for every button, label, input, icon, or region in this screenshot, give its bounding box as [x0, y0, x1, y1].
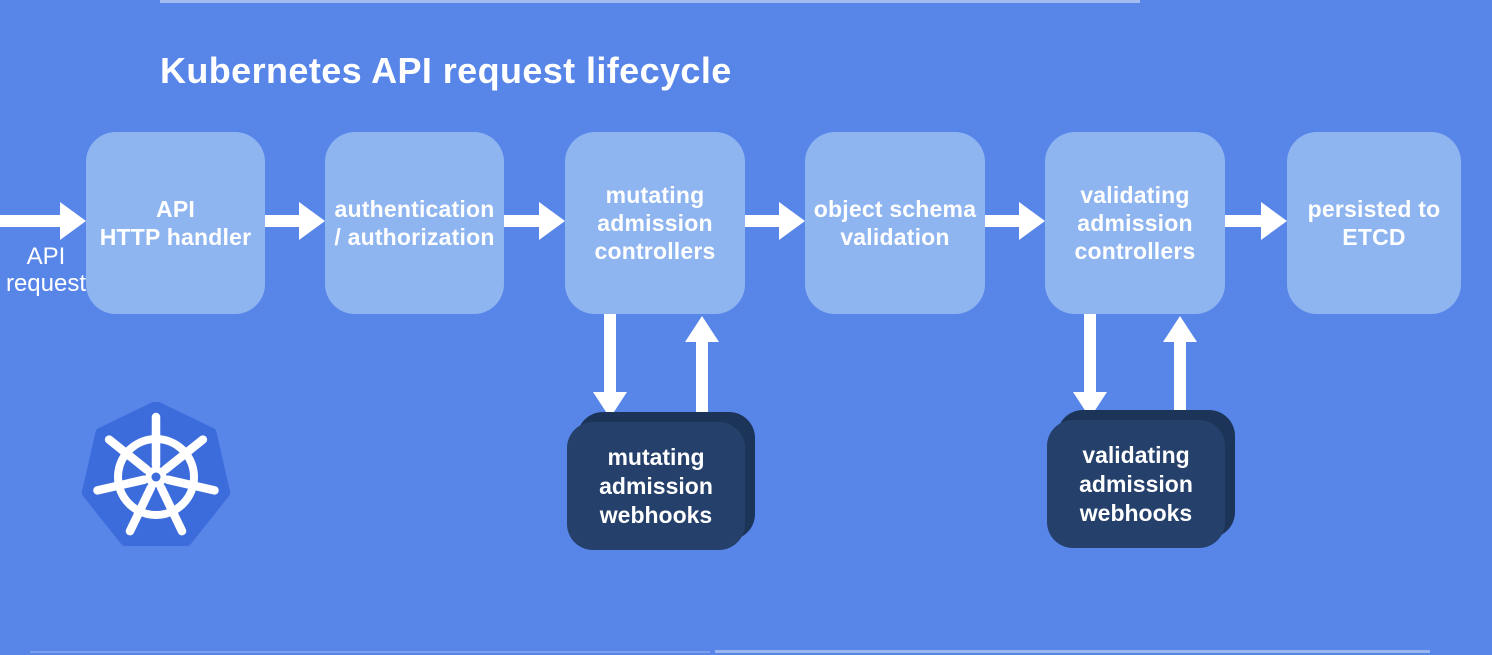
arrow-api-request-in — [0, 201, 86, 241]
flow-box-mutating-admission-controllers: mutating admission controllers — [565, 132, 745, 314]
top-edge-artifact — [160, 0, 1140, 3]
webhook-box-validating-admission-webhooks: validating admission webhooks — [1047, 410, 1235, 548]
bottom-edge-artifact-right — [715, 650, 1430, 653]
api-request-label: API request — [5, 243, 87, 297]
arrow-validating-to-etcd — [1225, 201, 1287, 241]
kubernetes-logo-icon — [81, 402, 231, 546]
arrow-validating-webhooks-to-controllers — [1162, 316, 1198, 420]
arrow-validating-controllers-to-webhooks — [1072, 314, 1108, 418]
flow-box-persisted-to-etcd: persisted to ETCD — [1287, 132, 1461, 314]
flow-box-authentication-authorization: authentication / authorization — [325, 132, 504, 314]
arrow-schema-to-validating — [985, 201, 1045, 241]
arrow-auth-to-mutating — [504, 201, 565, 241]
arrow-mutating-to-schema — [745, 201, 805, 241]
bottom-edge-artifact-left — [30, 651, 710, 653]
webhook-front-card: validating admission webhooks — [1047, 420, 1225, 548]
arrow-mutating-webhooks-to-controllers — [684, 316, 720, 420]
arrow-mutating-controllers-to-webhooks — [592, 314, 628, 418]
flow-box-api-http-handler: API HTTP handler — [86, 132, 265, 314]
flow-box-validating-admission-controllers: validating admission controllers — [1045, 132, 1225, 314]
arrow-handler-to-auth — [265, 201, 325, 241]
webhook-front-card: mutating admission webhooks — [567, 422, 745, 550]
flow-box-object-schema-validation: object schema validation — [805, 132, 985, 314]
page-title: Kubernetes API request lifecycle — [160, 50, 732, 91]
webhook-box-mutating-admission-webhooks: mutating admission webhooks — [567, 412, 755, 550]
